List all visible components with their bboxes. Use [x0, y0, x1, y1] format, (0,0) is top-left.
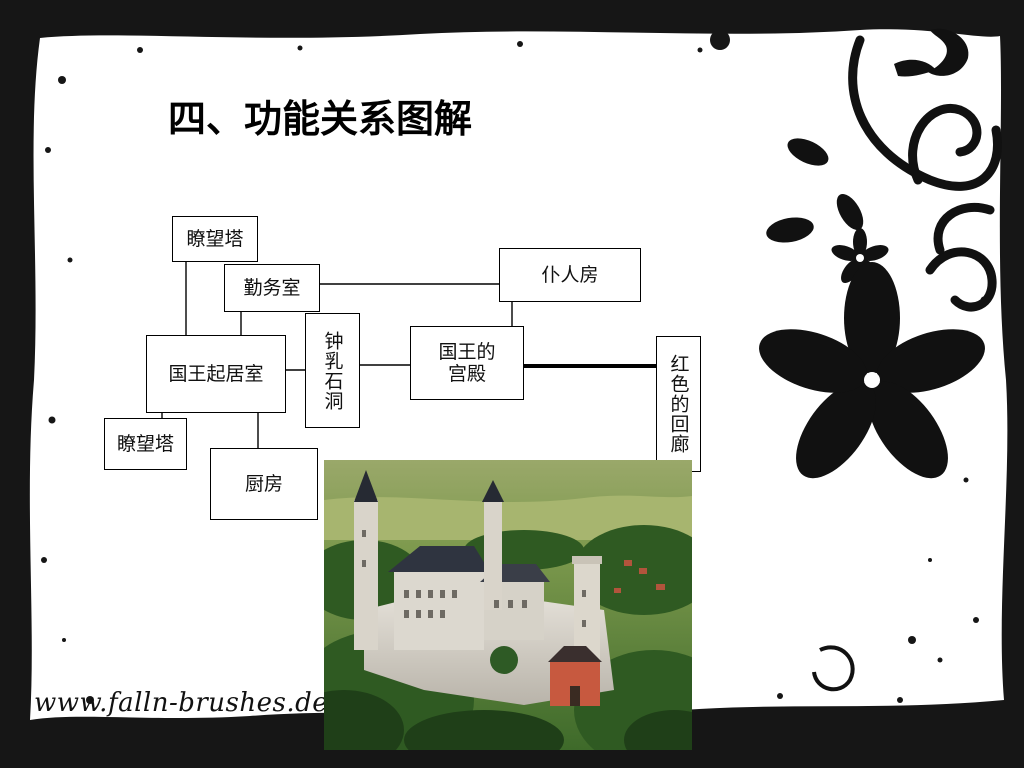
- node-stalactite-cave: 钟乳石洞: [305, 313, 360, 428]
- slide-title: 四、功能关系图解: [168, 96, 473, 141]
- node-label: 钟乳石洞: [321, 330, 344, 411]
- node-label: 厨房: [244, 473, 283, 495]
- node-label: 瞭望塔: [116, 433, 174, 455]
- node-label: 红色的回廊: [667, 354, 690, 454]
- node-king-bedroom: 国王起居室: [146, 335, 286, 413]
- node-watchtower-bottom: 瞭望塔: [104, 418, 187, 470]
- node-red-corridor: 红色的回廊: [656, 336, 701, 472]
- node-watchtower-top: 瞭望塔: [172, 216, 258, 262]
- node-label: 国王起居室: [168, 363, 264, 385]
- node-servant-room: 仆人房: [499, 248, 641, 302]
- castle-photo: [324, 460, 692, 750]
- node-office: 勤务室: [224, 264, 320, 312]
- node-kitchen: 厨房: [210, 448, 318, 520]
- node-label: 勤务室: [243, 277, 301, 299]
- node-label: 瞭望塔: [186, 228, 244, 250]
- node-label: 国王的 宫殿: [438, 341, 496, 385]
- watermark-text: www.falln-brushes.devia: [34, 688, 324, 718]
- node-king-palace: 国王的 宫殿: [410, 326, 524, 400]
- node-label: 仆人房: [541, 264, 599, 286]
